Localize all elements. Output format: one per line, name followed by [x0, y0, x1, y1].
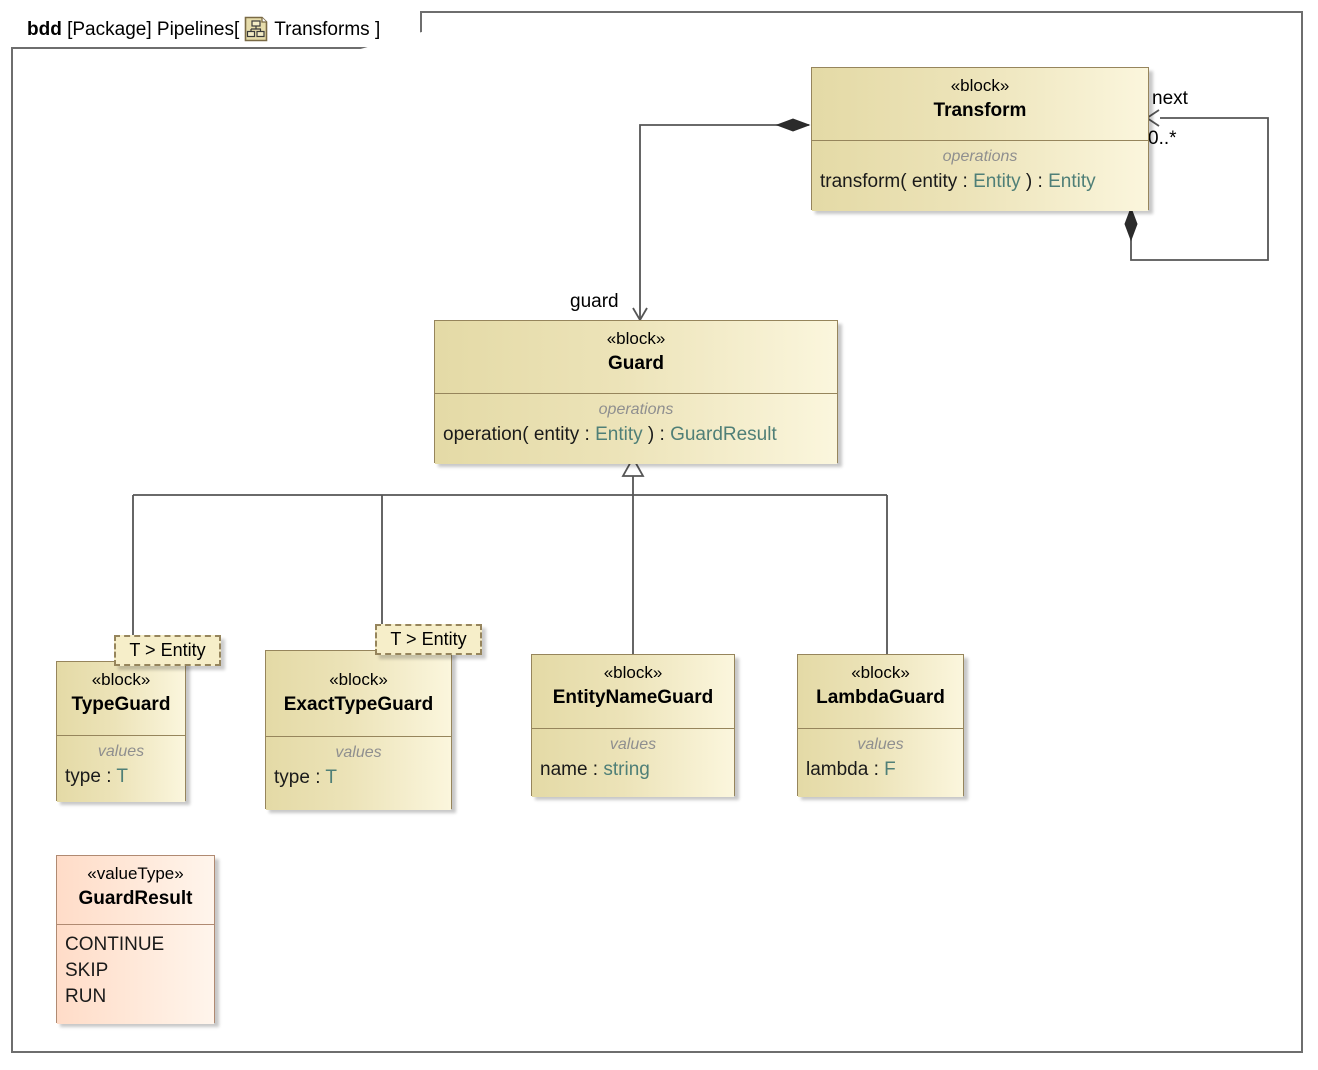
block-guardresult-literals: CONTINUE SKIP RUN: [57, 924, 214, 1024]
block-transform-operations: operations transform( entity : Entity ) …: [812, 140, 1148, 211]
block-typeguard-stereotype: «block»: [91, 670, 151, 689]
block-typeguard-value-0: type : T: [65, 766, 129, 787]
block-guard-stereotype: «block»: [606, 329, 666, 348]
block-exacttypeguard-name: ExactTypeGuard: [283, 693, 434, 715]
diagram-package-label: Pipelines[: [156, 19, 240, 40]
block-guardresult-literal-1: SKIP: [65, 960, 109, 982]
diagram-title-tab: bdd [Package] Pipelines[ Transforms ]: [11, 11, 423, 49]
block-entitynameguard-values-label: values: [609, 736, 657, 753]
block-transform-operations-label: operations: [942, 148, 1018, 165]
block-guard-operations: operations operation( entity : Entity ) …: [435, 393, 837, 464]
block-lambdaguard[interactable]: «block» LambdaGuard values lambda : F: [797, 654, 964, 797]
block-guardresult-name: GuardResult: [78, 887, 193, 909]
edge-label-next: next: [1152, 88, 1188, 109]
block-guard-name: Guard: [608, 352, 664, 374]
diagram-title-text: bdd [Package] Pipelines[ Transforms ]: [27, 16, 380, 42]
edge-label-guard: guard: [570, 291, 619, 312]
block-entitynameguard[interactable]: «block» EntityNameGuard values name : st…: [531, 654, 735, 797]
block-exacttypeguard-header: «block» ExactTypeGuard: [266, 651, 451, 736]
block-transform-operation-0: transform( entity : Entity ) : Entity: [820, 171, 1096, 192]
block-lambdaguard-name: LambdaGuard: [816, 686, 945, 708]
block-guardresult-stereotype: «valueType»: [87, 864, 184, 883]
block-guardresult-literal-0: CONTINUE: [65, 934, 165, 955]
block-exacttypeguard-values-label: values: [335, 744, 382, 761]
block-exacttypeguard[interactable]: «block» ExactTypeGuard values type : T: [265, 650, 452, 810]
block-typeguard[interactable]: «block» TypeGuard values type : T: [56, 661, 186, 802]
block-typeguard-name: TypeGuard: [71, 693, 171, 715]
block-guardresult-header: «valueType» GuardResult: [57, 856, 214, 924]
diagram-name-label: Transforms: [274, 19, 370, 40]
block-lambdaguard-stereotype: «block»: [851, 663, 910, 682]
block-entitynameguard-value-0: name : string: [540, 759, 650, 780]
block-lambdaguard-values: values lambda : F: [798, 728, 963, 797]
block-lambdaguard-values-label: values: [857, 736, 904, 753]
block-entitynameguard-header: «block» EntityNameGuard: [532, 655, 734, 728]
block-typeguard-header: «block» TypeGuard: [57, 662, 185, 735]
block-guard-operation-0: operation( entity : Entity ) : GuardResu…: [443, 424, 777, 445]
block-typeguard-values: values type : T: [57, 735, 185, 802]
block-entitynameguard-name: EntityNameGuard: [552, 686, 714, 708]
block-guardresult-literal-2: RUN: [65, 986, 107, 1008]
block-transform-name: Transform: [933, 99, 1027, 121]
block-exacttypeguard-values: values type : T: [266, 736, 451, 810]
diagram-kind-label: bdd: [27, 19, 62, 40]
block-transform-stereotype: «block»: [950, 76, 1010, 95]
block-entitynameguard-stereotype: «block»: [603, 663, 663, 682]
block-typeguard-values-label: values: [97, 743, 145, 760]
block-guard-header: «block» Guard: [435, 321, 837, 393]
block-lambdaguard-header: «block» LambdaGuard: [798, 655, 963, 728]
block-lambdaguard-value-0: lambda : F: [806, 759, 896, 780]
block-guard-operations-label: operations: [598, 401, 674, 418]
block-transform-header: «block» Transform: [812, 68, 1148, 140]
block-exacttypeguard-stereotype: «block»: [329, 670, 388, 689]
block-exacttypeguard-value-0: type : T: [274, 767, 338, 788]
block-transform[interactable]: «block» Transform operations transform( …: [811, 67, 1149, 211]
package-tree-icon: [243, 16, 269, 42]
block-entitynameguard-values: values name : string: [532, 728, 734, 797]
block-guard[interactable]: «block» Guard operations operation( enti…: [434, 320, 838, 464]
diagram-close-bracket: ]: [374, 19, 381, 40]
edge-label-next-multiplicity: 0..*: [1148, 128, 1177, 149]
diagram-scope-value: [Package]: [67, 19, 152, 40]
block-guardresult[interactable]: «valueType» GuardResult CONTINUE SKIP RU…: [56, 855, 215, 1024]
template-parameter-typeguard: T > Entity: [114, 635, 221, 666]
template-parameter-exacttypeguard: T > Entity: [375, 624, 482, 655]
